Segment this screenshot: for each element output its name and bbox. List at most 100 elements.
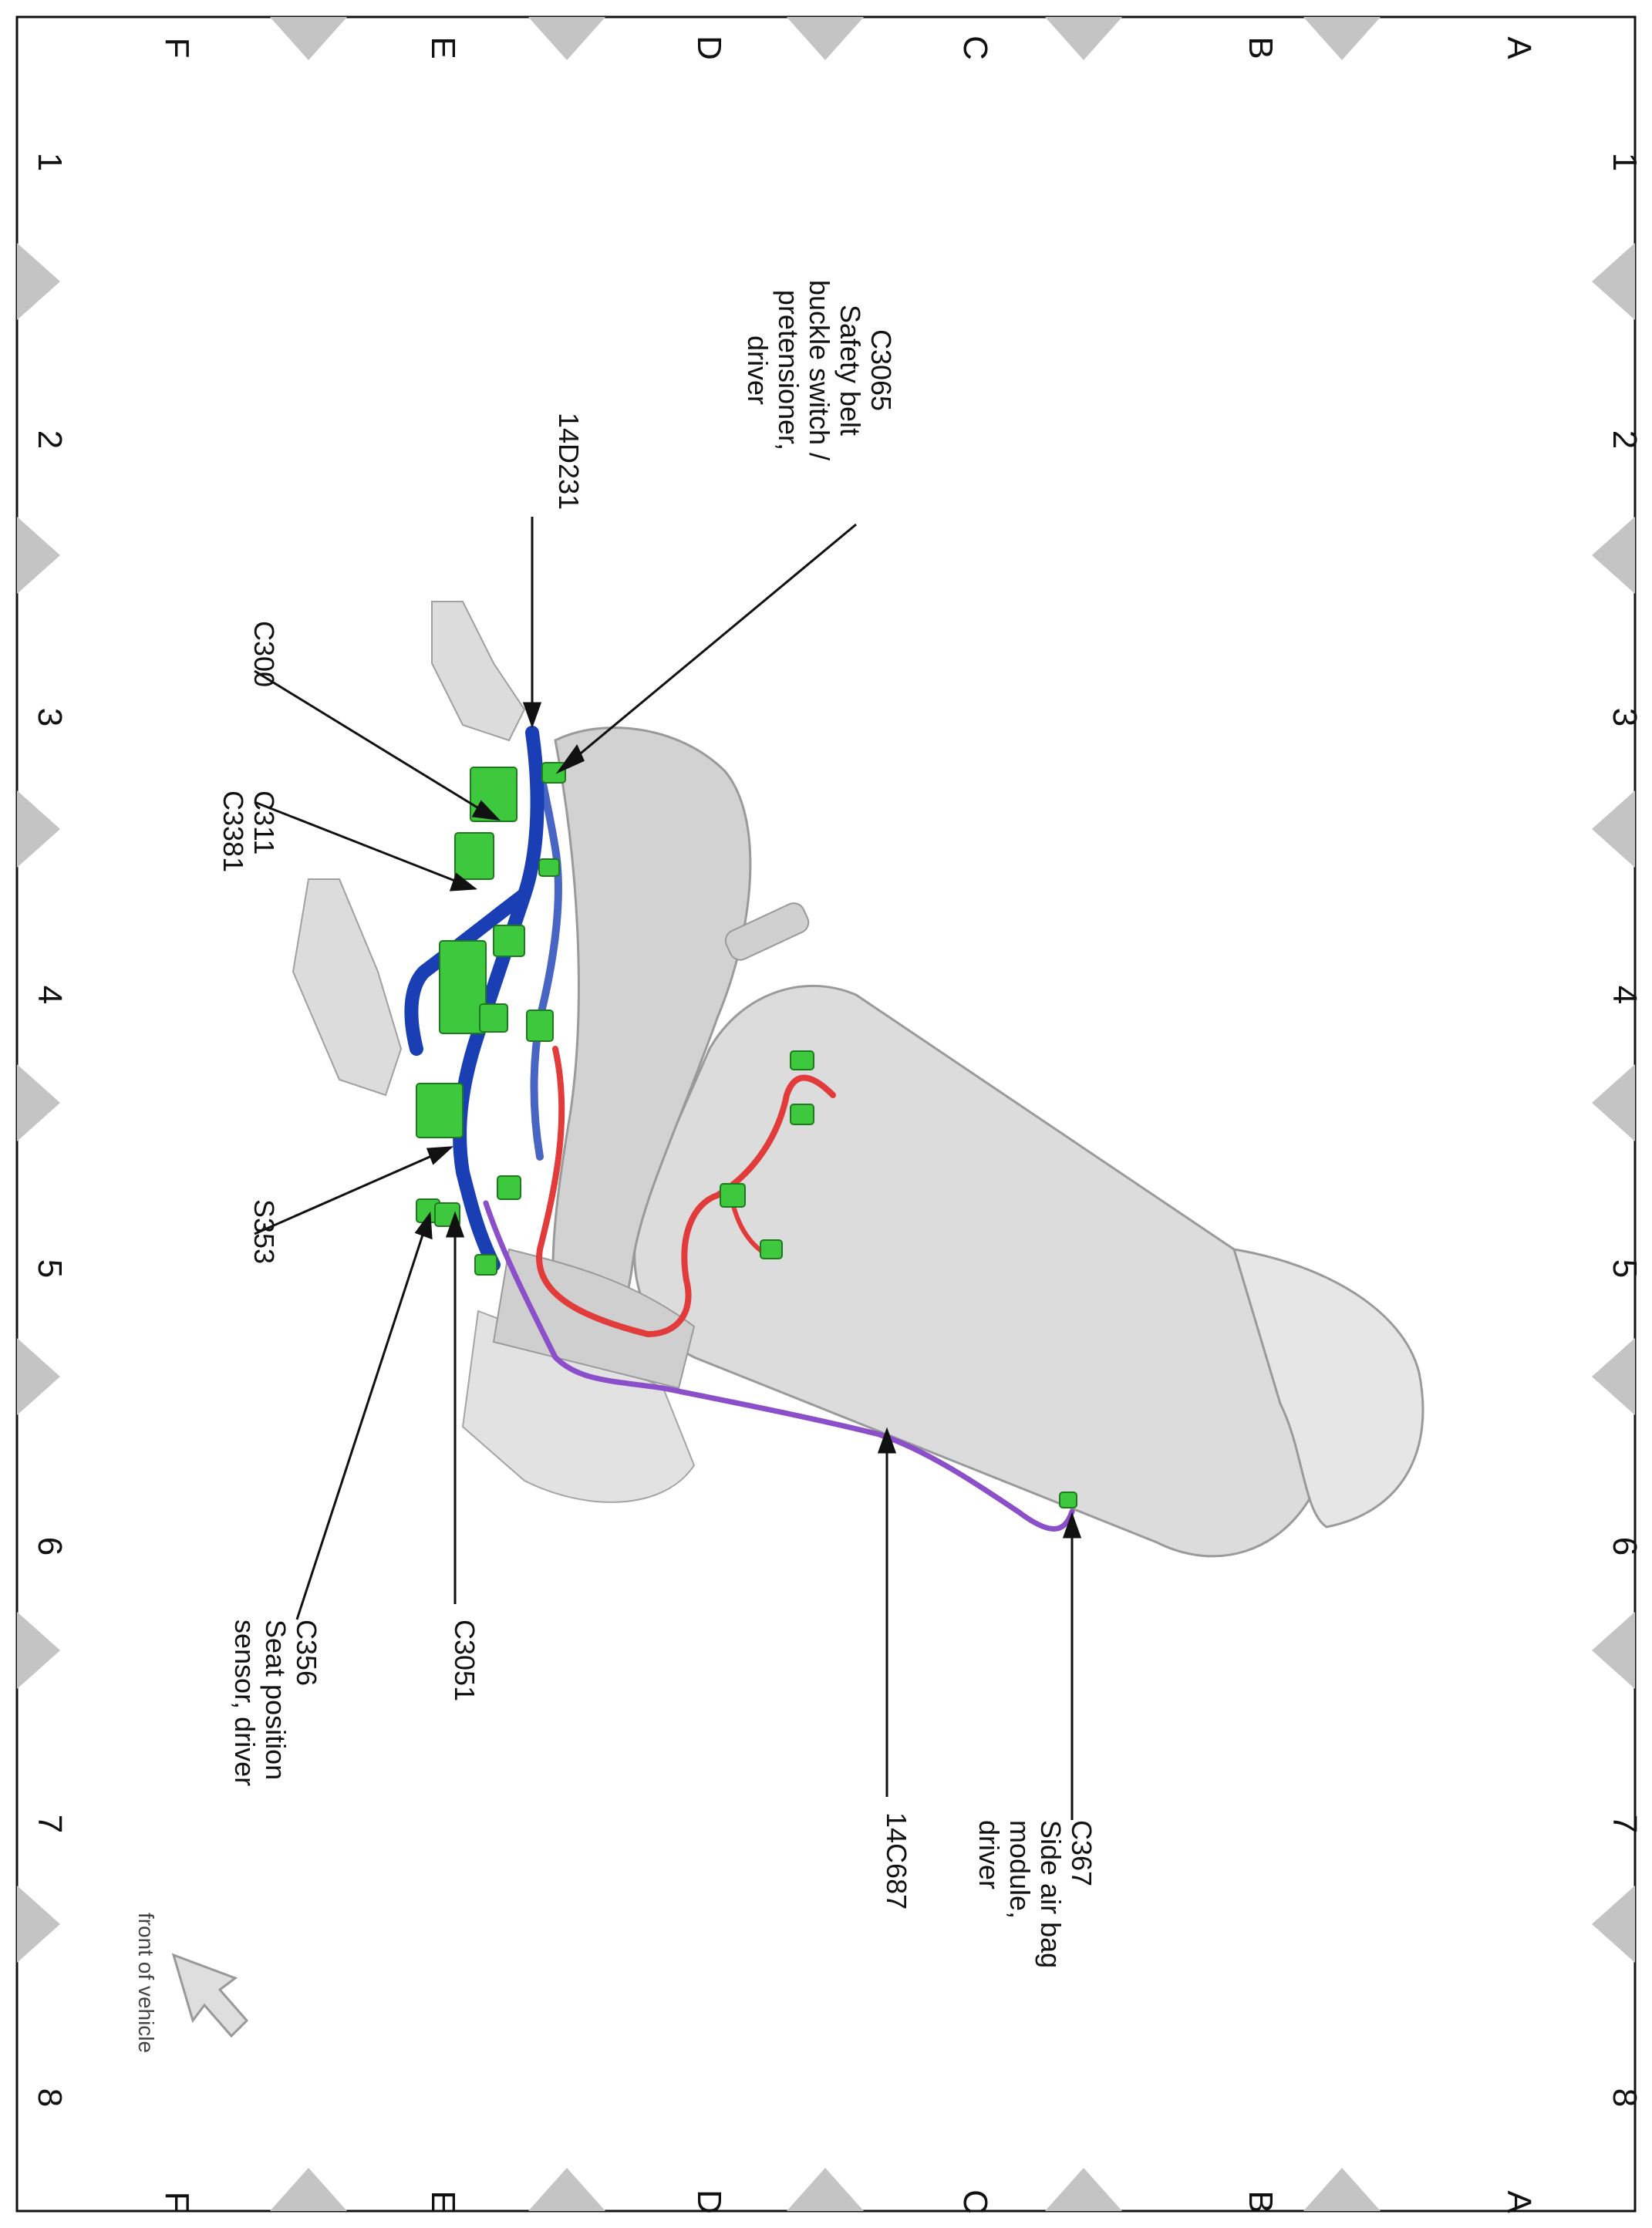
- callout-c367-line-3: driver: [973, 1820, 1005, 1889]
- connector-8: [416, 1083, 464, 1138]
- seat-back: [551, 726, 752, 1347]
- grid-marker-bottom-2: [787, 2168, 864, 2211]
- callout-c300-line-0: C300: [248, 621, 280, 687]
- recline-handle: [724, 902, 810, 961]
- grid-marker-right-2: [1592, 790, 1635, 868]
- grid-marker-top-2: [787, 17, 864, 60]
- callout-c3065-line-3: pretensioner,: [773, 290, 804, 450]
- arrow-s353: [426, 1146, 454, 1165]
- grid-col-label-right-2: 2: [1606, 430, 1644, 449]
- grid-marker-bottom-3: [1045, 2168, 1122, 2211]
- connector-3: [454, 832, 494, 880]
- arrow-c3065: [555, 744, 585, 774]
- leader-lines: [254, 517, 1082, 1820]
- grid-marker-bottom-4: [1303, 2168, 1381, 2211]
- arrow-c3051: [445, 1211, 465, 1238]
- connector-5: [439, 940, 487, 1034]
- connector-16: [760, 1239, 783, 1259]
- grid-row-label-top-A: A: [1500, 36, 1538, 59]
- leader-c356: [295, 1218, 430, 1620]
- grid-col-label-right-7: 7: [1606, 1815, 1644, 1833]
- grid-col-label-left-5: 5: [31, 1259, 69, 1278]
- callout-d14d231-line-0: 14D231: [553, 413, 585, 510]
- grid-marker-top-3: [1045, 17, 1122, 60]
- arrow-14d231: [522, 702, 542, 729]
- grid-markers: [17, 17, 1635, 2211]
- grid-row-label-top-F: F: [158, 38, 196, 59]
- grid-marker-left-4: [17, 1338, 60, 1415]
- grid-marker-top-1: [528, 17, 605, 60]
- leader-c3065: [558, 523, 857, 773]
- callout-c311-line-0: C311: [248, 790, 280, 854]
- callout-c311-line-1: C3381: [217, 790, 249, 872]
- front-of-vehicle-indicator: front of vehicle: [134, 1913, 249, 2053]
- callout-c3065-line-2: buckle switch /: [804, 280, 835, 460]
- front-arrow-icon: [171, 1953, 249, 2038]
- grid-marker-right-1: [1592, 517, 1635, 594]
- grid-row-label-top-E: E: [424, 36, 462, 59]
- grid-marker-left-6: [17, 1886, 60, 1963]
- grid-marker-bottom-0: [270, 2168, 347, 2211]
- grid-col-label-left-3: 3: [31, 708, 69, 726]
- grid-marker-bottom-1: [528, 2168, 605, 2211]
- arrow-c367: [1062, 1512, 1082, 1539]
- arrow-c356: [414, 1211, 433, 1240]
- connector-12: [474, 1254, 497, 1276]
- arrow-c311: [449, 872, 478, 892]
- grid-row-label-top-B: B: [1242, 36, 1279, 59]
- connector-14: [790, 1104, 814, 1125]
- grid-marker-right-3: [1592, 1064, 1635, 1141]
- connector-6: [479, 1003, 508, 1033]
- connector-11: [497, 1175, 521, 1200]
- grid-col-label-right-3: 3: [1606, 708, 1644, 726]
- connector-13: [790, 1050, 814, 1070]
- connector-15: [720, 1183, 746, 1208]
- connector-7: [526, 1010, 554, 1042]
- connector-0: [541, 762, 566, 784]
- grid-marker-top-0: [270, 17, 347, 60]
- grid-marker-right-6: [1592, 1886, 1635, 1963]
- grid-marker-right-0: [1592, 243, 1635, 320]
- grid-row-label-bottom-F: F: [158, 2192, 196, 2213]
- grid-marker-left-1: [17, 517, 60, 594]
- callout-s353-line-0: S353: [248, 1199, 280, 1264]
- grid-marker-top-4: [1303, 17, 1381, 60]
- callout-c367-line-0: C367: [1066, 1820, 1097, 1886]
- callout-c3065-line-4: driver: [742, 335, 774, 405]
- callout-c3051-line-0: C3051: [449, 1620, 480, 1701]
- arrow-14c687: [877, 1427, 897, 1454]
- grid-row-label-bottom-E: E: [424, 2190, 462, 2213]
- grid-marker-left-3: [17, 1064, 60, 1141]
- arrow-c300: [471, 800, 501, 821]
- seat-front-bolster: [1232, 1248, 1424, 1529]
- callout-c367-line-2: module,: [1004, 1820, 1036, 1919]
- grid-marker-left-2: [17, 790, 60, 868]
- grid-row-label-bottom-D: D: [690, 2189, 728, 2214]
- grid-row-label-top-C: C: [956, 35, 994, 60]
- leader-c300: [254, 669, 494, 819]
- grid-col-label-left-8: 8: [31, 2088, 69, 2107]
- grid-row-label-bottom-A: A: [1500, 2190, 1538, 2213]
- harness-purple: [483, 1200, 1075, 1532]
- grid-col-label-left-4: 4: [31, 986, 69, 1004]
- grid-marker-left-5: [17, 1612, 60, 1689]
- callout-c367-line-1: Side air bag: [1035, 1820, 1067, 1968]
- harness-red: [536, 1046, 836, 1337]
- leader-s353: [254, 1148, 448, 1235]
- connector-4: [493, 925, 525, 957]
- grid-row-label-bottom-B: B: [1242, 2190, 1279, 2213]
- connector-1: [538, 858, 560, 877]
- harness-blue-branch: [404, 888, 531, 1056]
- grid-col-label-left-2: 2: [31, 430, 69, 449]
- grid-col-label-left-6: 6: [31, 1537, 69, 1556]
- seat-headrest-post-lower: [292, 878, 403, 1097]
- grid-col-label-left-7: 7: [31, 1815, 69, 1833]
- connector-17: [1059, 1492, 1077, 1508]
- callout-c356-line-1: Seat position: [260, 1620, 292, 1780]
- grid-col-label-right-5: 5: [1606, 1259, 1644, 1278]
- grid-row-label-top-D: D: [690, 35, 728, 60]
- callout-c356-line-2: sensor, driver: [229, 1620, 261, 1786]
- callout-c3065-line-1: Safety belt: [834, 305, 866, 436]
- grid-col-label-right-4: 4: [1606, 986, 1644, 1004]
